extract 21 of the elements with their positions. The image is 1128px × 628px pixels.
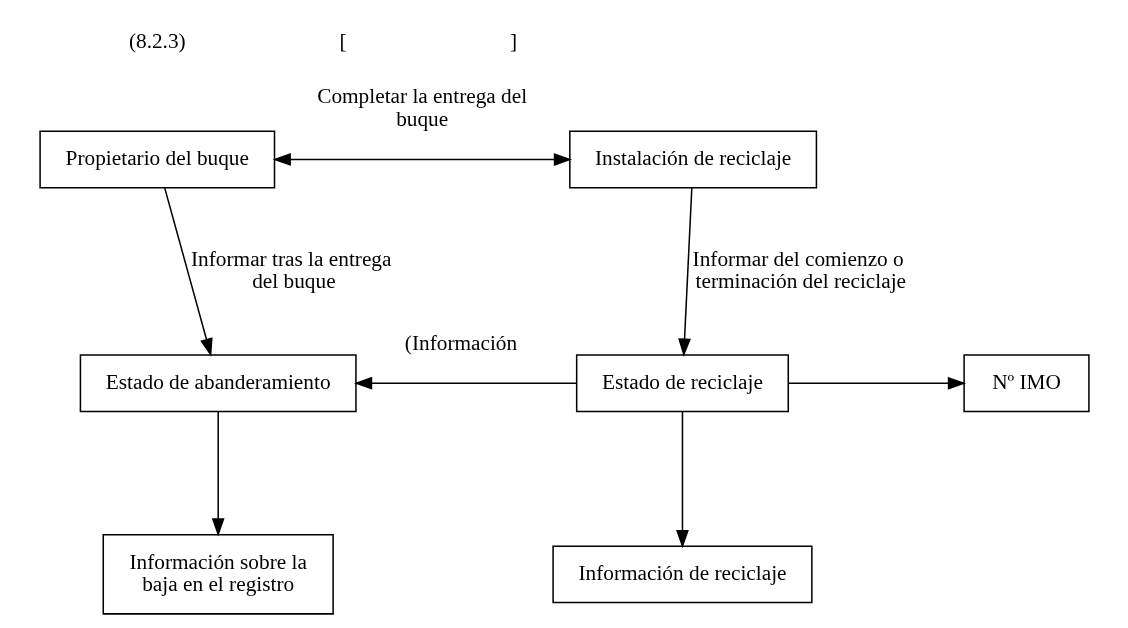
arrow <box>677 187 693 357</box>
arrow <box>272 153 572 166</box>
label: [ <box>338 28 347 53</box>
node-box: Información sobre la baja en el registro <box>102 533 334 615</box>
arrow <box>211 410 225 537</box>
arrow <box>353 376 577 390</box>
edge-label: Informar tras la entrega del buque <box>190 246 391 294</box>
label: ] <box>509 28 517 53</box>
arrow <box>675 410 689 549</box>
node-box: Información de reciclaje <box>551 545 813 604</box>
node-box: Instalación de reciclaje <box>568 130 817 189</box>
node-box: Estado de reciclaje <box>575 354 789 413</box>
edge-label: Completar la entrega del buque <box>316 84 527 132</box>
node-box: Propietario del buque <box>38 130 275 189</box>
node-box: Nº IMO <box>962 354 1090 413</box>
arrow <box>787 376 966 390</box>
edge-label: (Información <box>404 331 517 356</box>
edge-label: Informar del comienzo o terminación del reciclaje <box>692 246 906 294</box>
arrow <box>163 187 213 357</box>
label: (8.2.3) <box>128 28 186 53</box>
node-box: Estado de abanderamiento <box>79 354 357 413</box>
